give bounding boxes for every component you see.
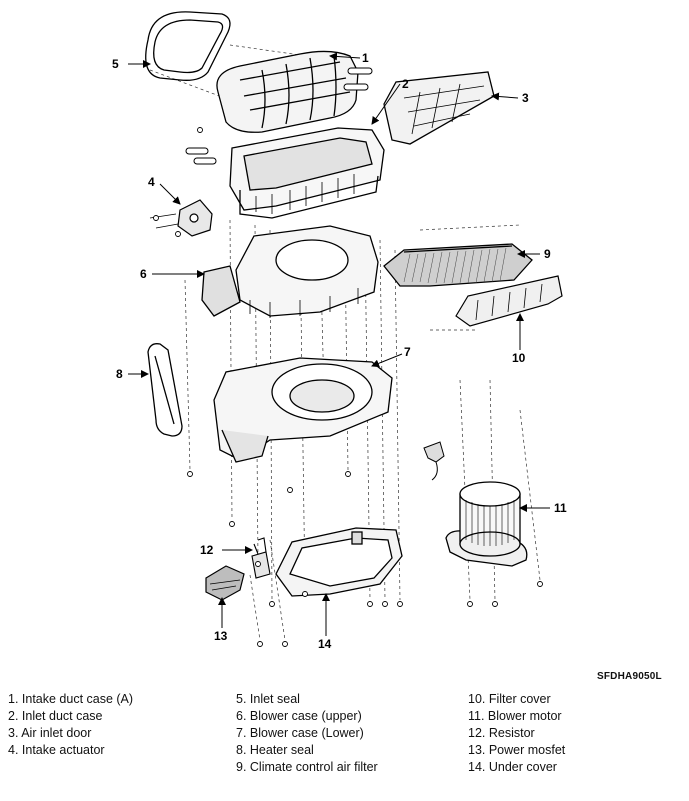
callout-2: 2 xyxy=(402,77,409,91)
callout-11: 11 xyxy=(554,501,567,515)
intake-actuator-part xyxy=(149,199,213,237)
legend-item: 6. Blower case (upper) xyxy=(236,709,362,723)
legend-item: 12. Resistor xyxy=(468,726,535,740)
climate-control-air-filter-part xyxy=(383,243,533,287)
callout-13: 13 xyxy=(214,629,228,643)
connector-part xyxy=(423,441,445,481)
exploded-diagram: 5 1 2 3 4 6 9 7 8 10 11 12 13 14 xyxy=(112,11,567,651)
legend-item: 3. Air inlet door xyxy=(8,726,92,740)
figure-reference-code: SFDHA9050L xyxy=(597,671,662,682)
resistor-part xyxy=(251,537,271,579)
legend-item: 4. Intake actuator xyxy=(8,743,105,757)
callout-12: 12 xyxy=(200,543,214,557)
callout-numbers: 5 1 2 3 4 6 9 7 8 10 11 12 13 14 xyxy=(112,51,567,651)
shaft-parts xyxy=(185,67,373,165)
filter-cover-part xyxy=(455,275,563,327)
callout-5: 5 xyxy=(112,57,119,71)
legend-item: 7. Blower case (Lower) xyxy=(236,726,364,740)
inlet-seal-part xyxy=(145,11,231,81)
inlet-duct-case-part xyxy=(229,127,385,219)
callout-7: 7 xyxy=(404,345,411,359)
callout-6: 6 xyxy=(140,267,147,281)
legend-item: 2. Inlet duct case xyxy=(8,709,103,723)
callout-10: 10 xyxy=(512,351,526,365)
blower-case-lower-part xyxy=(213,357,393,463)
legend-column-2: 5. Inlet seal 6. Blower case (upper) 7. … xyxy=(236,691,378,776)
callout-1: 1 xyxy=(362,51,369,65)
legend-item: 11. Blower motor xyxy=(468,709,562,723)
legend-column-3: 10. Filter cover 11. Blower motor 12. Re… xyxy=(468,691,565,776)
blower-case-upper-part xyxy=(201,225,379,318)
legend-column-1: 1. Intake duct case (A) 2. Inlet duct ca… xyxy=(8,691,133,759)
under-cover-part xyxy=(275,527,403,597)
legend-item: 1. Intake duct case (A) xyxy=(8,692,134,706)
legend-item: 10. Filter cover xyxy=(468,692,551,706)
callout-leaders xyxy=(128,52,550,636)
callout-14: 14 xyxy=(318,637,332,651)
legend-item: 9. Climate control air filter xyxy=(236,760,378,774)
power-mosfet-part xyxy=(205,565,245,601)
legend-item: 13. Power mosfet xyxy=(468,743,566,757)
legend-item: 5. Inlet seal xyxy=(236,692,300,706)
callout-4: 4 xyxy=(148,175,155,189)
air-inlet-door-part xyxy=(383,71,495,145)
blower-motor-part xyxy=(445,481,528,567)
callout-8: 8 xyxy=(116,367,123,381)
heater-seal-part xyxy=(147,343,183,437)
legend-item: 14. Under cover xyxy=(468,760,557,774)
callout-3: 3 xyxy=(522,91,529,105)
legend-item: 8. Heater seal xyxy=(236,743,314,757)
callout-9: 9 xyxy=(544,247,551,261)
intake-duct-case-a-part xyxy=(216,50,359,133)
screw-fasteners xyxy=(153,127,543,647)
